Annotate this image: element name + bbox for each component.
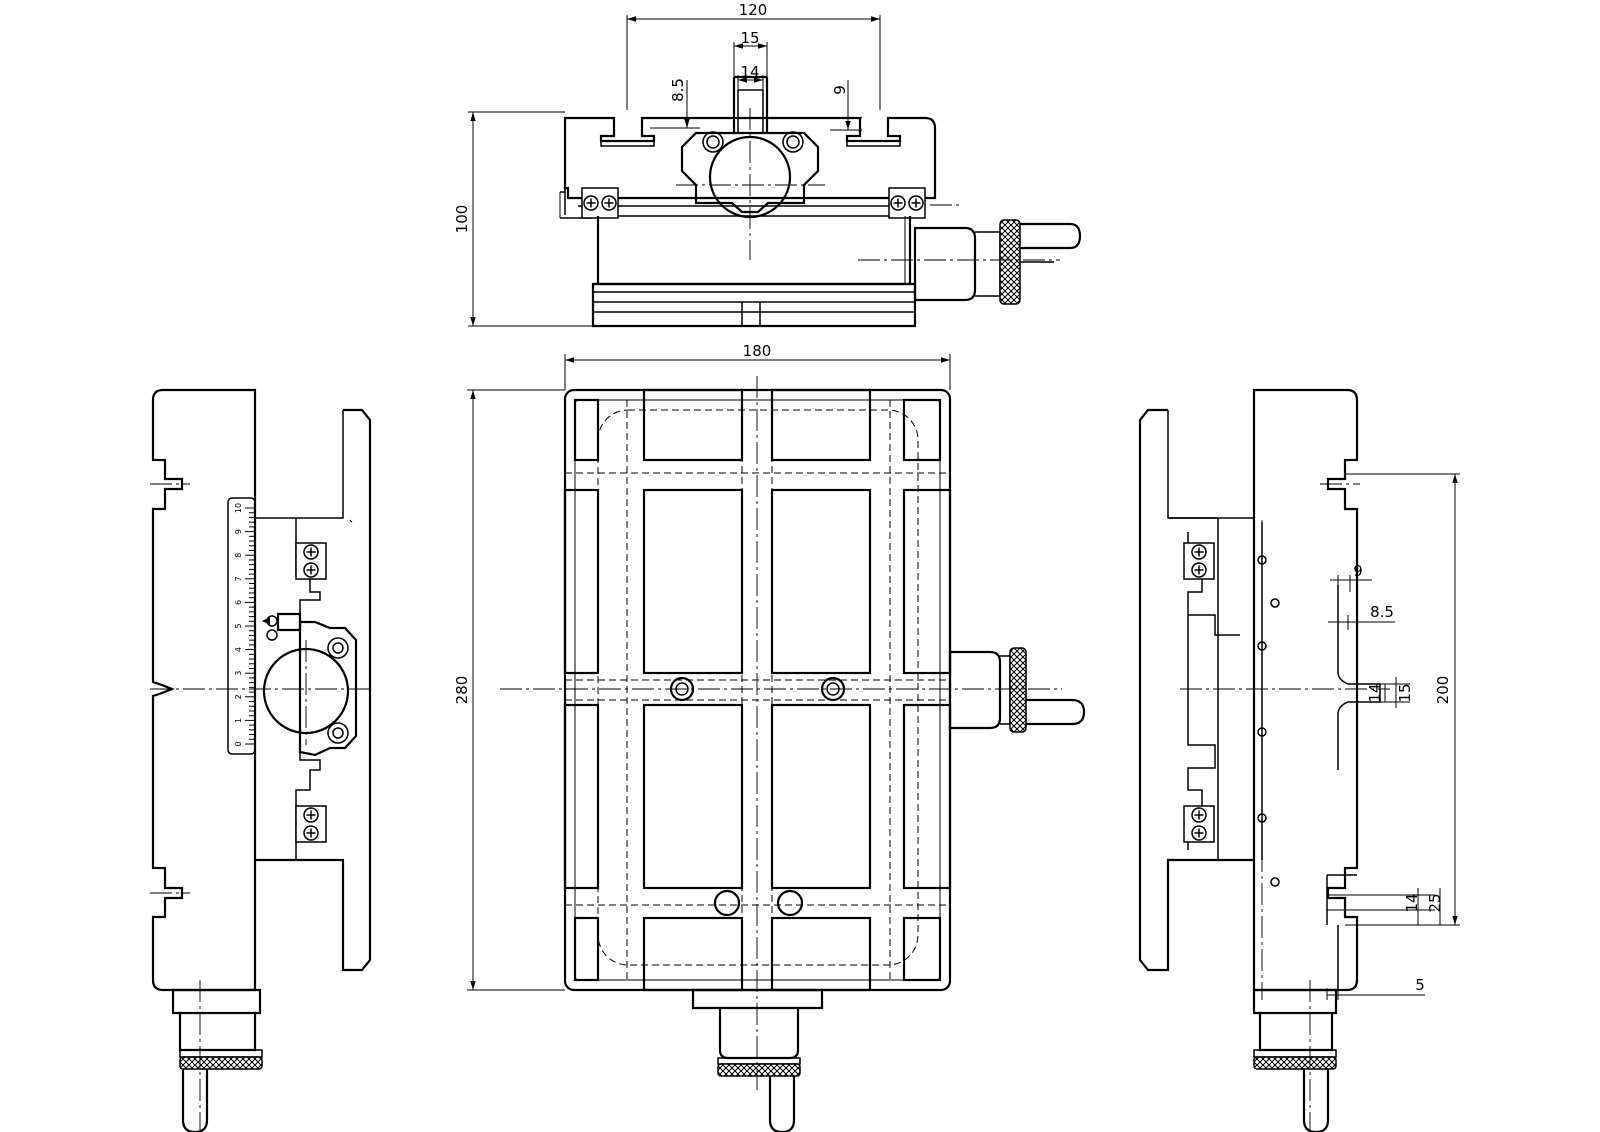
dim-top-left-depth: 8.5 [669,78,687,102]
dim-top-right-depth: 9 [831,85,849,95]
dim-front-height: 280 [453,676,471,705]
left-view-mount [276,612,302,632]
top-view-screw-pair-right [889,188,925,218]
scale-tick-label: 8 [234,553,243,558]
front-view-side-knob [948,650,1002,730]
left-side-view: 0 1 2 3 4 5 6 7 8 9 10 [150,388,372,1132]
front-view-dimensions: 180 280 [453,342,951,991]
dim-right-5: 5 [1415,976,1425,994]
dim-right-lower-25: 25 [1426,893,1444,912]
scale-tick-label: 3 [234,671,243,676]
scale-tick-label: 6 [234,600,243,605]
dim-top-height: 100 [453,205,471,234]
scale-tick-label: 2 [234,694,243,699]
right-view-column [1252,388,1359,992]
right-view-dimensions: 200 9 8.5 14 15 14 25 5 [1326,473,1460,1000]
top-view-screw-pair-left [582,188,618,218]
left-view-scale-ticks: 0 1 2 3 4 5 6 7 8 9 10 [234,503,255,747]
scale-tick-label: 5 [234,623,243,628]
dim-top-width: 120 [739,1,768,19]
scale-tick-label: 7 [234,576,243,581]
dim-right-14: 14 [1366,683,1384,702]
front-view-bottom-knob [691,988,824,1010]
front-view [500,376,1086,1132]
top-view-dimensions: 120 15 14 8.5 9 100 [453,1,881,327]
dim-front-width: 180 [743,342,772,360]
dim-right-lower-14: 14 [1403,893,1421,912]
dim-top-slot: 15 [740,29,759,47]
dim-right-15: 15 [1396,683,1414,702]
scale-tick-label: 9 [234,529,243,534]
scale-tick-label: 0 [234,741,243,746]
left-view-slide-plate [255,408,372,972]
dim-right-9: 9 [1353,562,1363,580]
top-view-body [563,116,937,200]
scale-tick-label: 4 [234,647,243,652]
scale-tick-label: 10 [234,503,243,513]
top-view [559,75,1082,328]
left-view-column [151,388,257,992]
scale-tick-label: 1 [234,718,243,723]
dim-right-span: 200 [1434,676,1452,705]
right-view-slide-plate [1138,408,1254,972]
top-view-side-knob [913,226,977,302]
right-side-view [1138,388,1390,1132]
top-view-base-plate [591,282,917,328]
front-view-table-plate [563,388,952,992]
dim-right-85: 8.5 [1370,603,1394,621]
dim-top-slot-inner: 14 [740,63,759,81]
